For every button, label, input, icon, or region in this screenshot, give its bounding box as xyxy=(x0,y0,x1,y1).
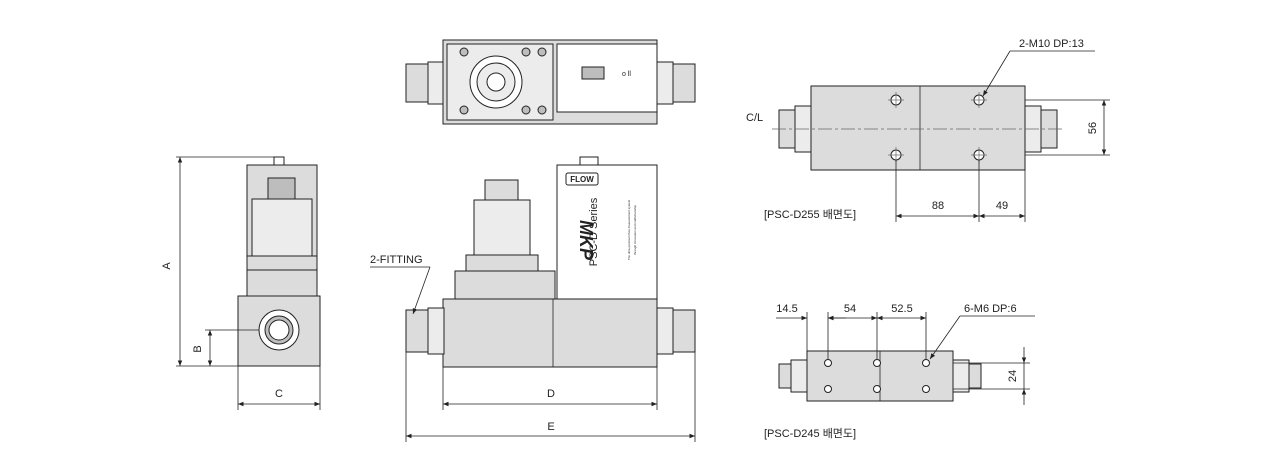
dim-a-label: A xyxy=(161,262,173,270)
dim-14-5-label: 14.5 xyxy=(776,303,797,315)
dim-24-label: 24 xyxy=(1007,370,1019,382)
dim-b-label: B xyxy=(192,345,204,352)
centerline-label: C/L xyxy=(746,112,763,124)
thread-bottom-label: 6-M6 DP:6 xyxy=(964,303,1017,315)
dim-56-label: 56 xyxy=(1087,122,1099,134)
dim-49-label: 49 xyxy=(996,200,1008,212)
dim-e-label: E xyxy=(547,421,554,433)
dim-c-label: C xyxy=(275,388,283,400)
flow-tag-text: FLOW xyxy=(570,175,594,184)
side-view: A B C xyxy=(161,156,321,410)
thread-top-label: 2-M10 DP:13 xyxy=(1019,38,1084,50)
rear-view-d245: 6-M6 DP:6 14.5 54 52.5 24 [PSC-D245 배면도] xyxy=(764,303,1035,440)
rear-view-d255: C/L 2-M10 DP:13 56 88 49 [PSC-D255 배면도] xyxy=(746,38,1110,222)
flow-tag xyxy=(565,172,599,186)
dim-52-5-label: 52.5 xyxy=(891,303,912,315)
front-view: FLOW MKP PSC-D Series The ultra-precisio… xyxy=(370,156,696,442)
fine-print-2: through innovation and craftsmanship xyxy=(633,205,637,255)
dim-88-label: 88 xyxy=(932,200,944,212)
caption-d245: [PSC-D245 배면도] xyxy=(764,427,856,440)
fitting-label: 2-FITTING xyxy=(370,254,423,266)
series-label: PSC-D Series xyxy=(588,197,600,266)
dim-d-label: D xyxy=(547,388,555,400)
svg-text:o ll: o ll xyxy=(622,71,631,78)
top-view: o ll xyxy=(405,39,696,125)
dim-54-label: 54 xyxy=(844,303,856,315)
caption-d255: [PSC-D255 배면도] xyxy=(764,208,856,221)
fine-print-1: The ultra-precision flow measurement sys… xyxy=(627,199,631,260)
brand-logo: MKP xyxy=(576,220,596,261)
